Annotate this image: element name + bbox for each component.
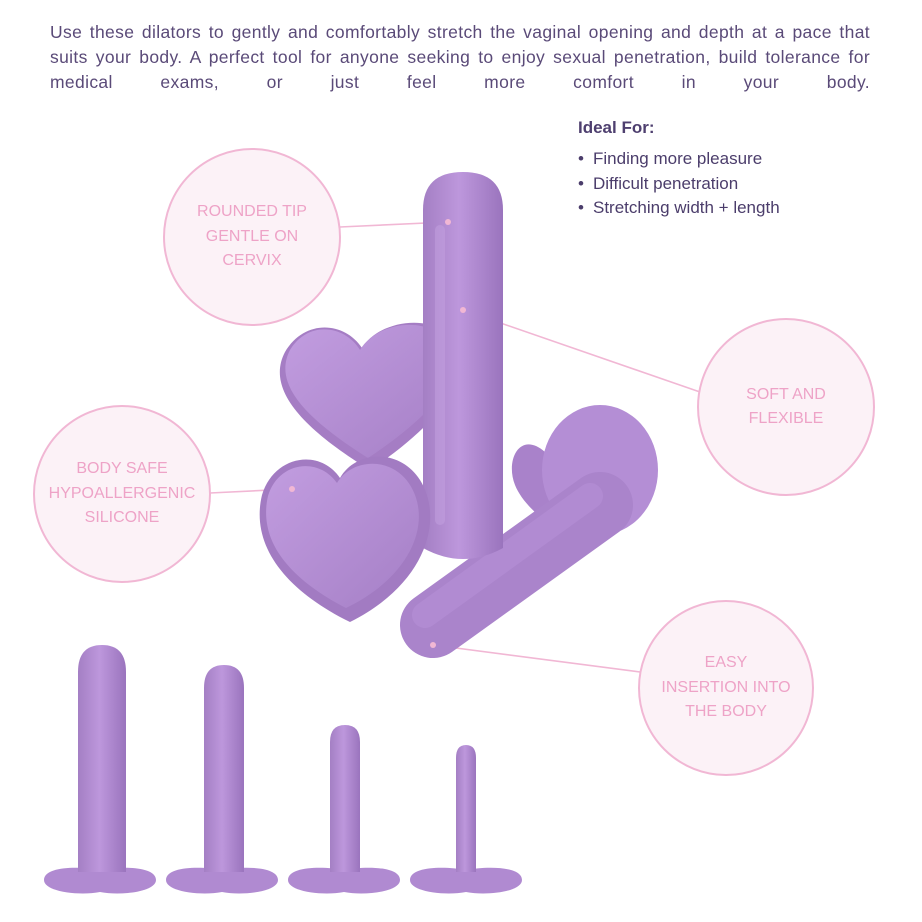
front-heart-base xyxy=(259,456,431,622)
callout-rounded-tip: ROUNDED TIP GENTLE ON CERVIX xyxy=(163,148,341,326)
ideal-for-item: • Finding more pleasure xyxy=(578,147,780,172)
dilator-size-1 xyxy=(410,745,522,894)
dilator-size-3 xyxy=(166,665,278,894)
product-description: Use these dilators to gently and comfort… xyxy=(50,22,870,92)
dilator-size-4 xyxy=(44,645,156,894)
upper-heart-base xyxy=(279,322,462,470)
callout-easy-insertion-label: EASY INSERTION INTO THE BODY xyxy=(661,654,791,721)
tall-dilator xyxy=(423,172,503,559)
lying-dilator xyxy=(400,405,658,658)
ideal-for-item-label: Finding more pleasure xyxy=(593,149,763,168)
callout-rounded-tip-label: ROUNDED TIP GENTLE ON CERVIX xyxy=(197,203,307,270)
bullet-icon: • xyxy=(578,173,584,193)
ideal-for-item: • Difficult penetration xyxy=(578,172,780,197)
ideal-for-item-label: Stretching width + length xyxy=(593,198,780,217)
ideal-for-list: • Finding more pleasure • Difficult penetr… xyxy=(578,147,780,221)
ideal-for-panel: Ideal For: • Finding more pleasure • Diffi… xyxy=(578,118,780,221)
callout-soft-flexible: SOFT AND FLEXIBLE xyxy=(697,318,875,496)
callout-body-safe-label: BODY SAFE HYPOALLERGENIC SILICONE xyxy=(48,460,196,527)
ideal-for-heading: Ideal For: xyxy=(578,118,655,137)
callout-easy-insertion: EASY INSERTION INTO THE BODY xyxy=(638,600,814,776)
bullet-icon: • xyxy=(578,198,584,217)
dilator-set-row xyxy=(44,645,522,894)
dilator-size-2 xyxy=(288,725,400,894)
ideal-for-item-label: Difficult penetration xyxy=(593,173,739,193)
callout-soft-flexible-label: SOFT AND FLEXIBLE xyxy=(746,385,826,428)
callout-body-safe: BODY SAFE HYPOALLERGENIC SILICONE xyxy=(33,405,211,583)
ideal-for-item: • Stretching width + length xyxy=(578,196,780,221)
connector-dots xyxy=(289,219,466,648)
bullet-icon: • xyxy=(578,149,584,168)
